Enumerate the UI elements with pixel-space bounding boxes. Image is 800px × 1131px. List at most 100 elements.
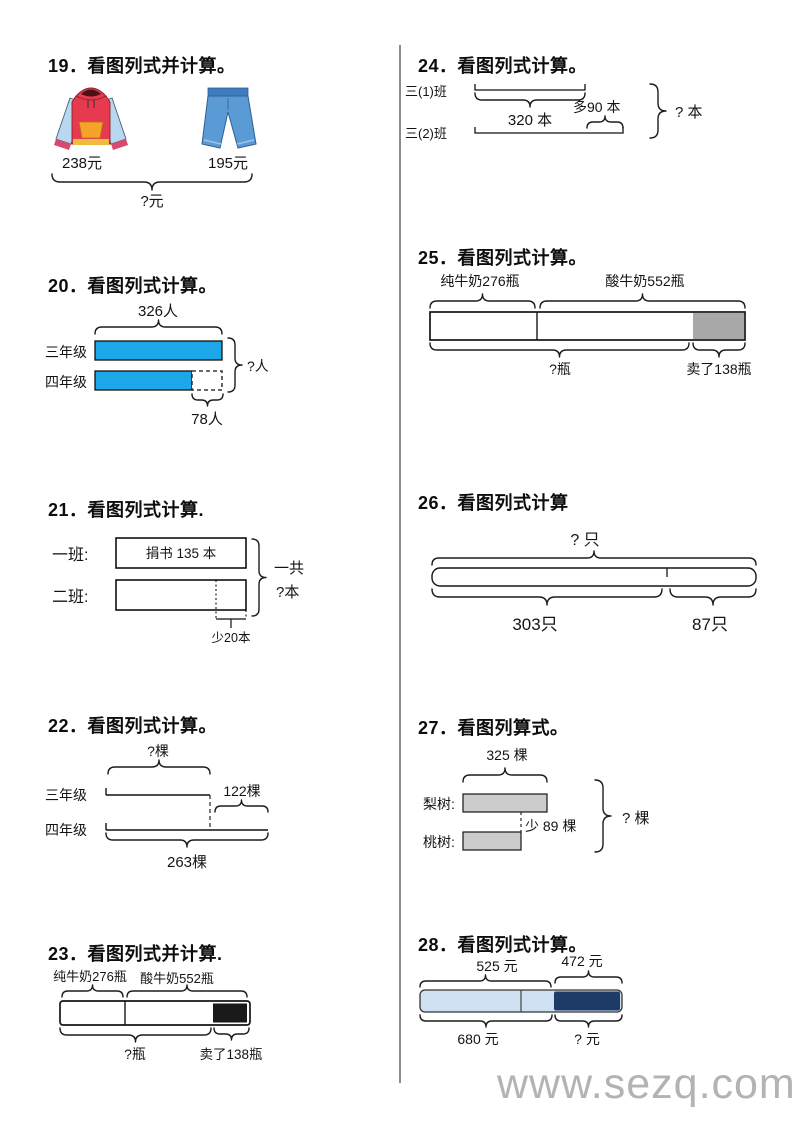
problem-20-diagram: 326人 三年级 四年级 ?人 78人	[45, 303, 269, 428]
question-label: ?瓶	[549, 361, 571, 377]
diff-label: 78人	[191, 411, 223, 428]
yogurt-label: 酸牛奶552瓶	[605, 273, 684, 289]
diff-label: 少20本	[212, 631, 251, 645]
top-left-brace	[419, 974, 552, 988]
problem-21-diagram: 一班: 捐书 135 本 二班: 少20本 一共 ?本	[52, 537, 304, 645]
top-question-label: ?棵	[147, 743, 169, 759]
problem-26-diagram: ? 只 303只 87只	[431, 532, 757, 634]
bottom-right-brace	[554, 1014, 623, 1028]
top-right-brace	[554, 970, 623, 984]
problem-25-title: 25．看图列式计算。	[418, 248, 588, 268]
left-count-label: 303只	[512, 615, 557, 634]
problem-22-title: 22．看图列式计算。	[48, 716, 218, 736]
top-right-amount-label: 472 元	[561, 953, 602, 969]
problem-26-title: 26．看图列式计算	[418, 493, 569, 513]
hoodie-price-label: 238元	[62, 155, 102, 172]
right-brace	[594, 779, 612, 853]
spent-label: 680 元	[457, 1031, 498, 1047]
remaining-section	[554, 991, 620, 1011]
sold-brace	[213, 1027, 250, 1041]
sold-label: 卖了138瓶	[686, 361, 751, 377]
top-left-amount-label: 525 元	[476, 958, 517, 974]
total-label-line2: ?本	[276, 584, 299, 601]
extra-brace	[214, 799, 269, 813]
problem-28-title: 28．看图列式计算。	[418, 935, 588, 955]
pear-count-label: 325 棵	[486, 747, 527, 763]
grade4-line	[105, 823, 268, 831]
problem-27-diagram: 325 棵 梨树: 桃树: 少 89 棵 ? 棵	[423, 747, 650, 853]
diff-bracket	[216, 618, 246, 628]
top-question-label: ? 只	[570, 532, 599, 549]
right-brace	[649, 83, 667, 139]
problem-24-title: 24．看图列式计算。	[418, 56, 588, 76]
question-brace	[59, 1027, 212, 1043]
yogurt-brace	[539, 293, 746, 309]
class1-label: 三(1)班	[405, 84, 447, 99]
yogurt-brace	[126, 984, 248, 998]
row2-label: 四年级	[45, 822, 87, 838]
grade4-missing-bar	[191, 370, 223, 391]
pure-milk-brace	[429, 293, 536, 309]
milk-bar	[429, 311, 746, 341]
problem-19-title: 19．看图列式并计算。	[48, 56, 236, 76]
class2-bar	[115, 579, 247, 611]
class1-line	[474, 84, 586, 91]
class2-label: 二班:	[52, 588, 88, 606]
grade3-bar	[94, 340, 223, 361]
right-question-label: ? 本	[675, 104, 703, 121]
peach-label: 桃树:	[423, 834, 455, 850]
problem-25-diagram: 纯牛奶276瓶 酸牛奶552瓶 ?瓶 卖了138瓶	[429, 273, 752, 377]
class1-label: 一班:	[52, 546, 88, 564]
class1-brace	[474, 92, 586, 108]
left-brace	[431, 588, 663, 606]
pure-milk-label: 纯牛奶276瓶	[53, 969, 127, 984]
row1-label: 三年级	[45, 344, 87, 360]
hoodie-icon	[54, 87, 128, 150]
problem-23-diagram: 纯牛奶276瓶 酸牛奶552瓶 ?瓶 卖了138瓶	[53, 969, 262, 1062]
class1-count-label: 320 本	[508, 112, 552, 129]
total-label-line1: 一共	[274, 560, 304, 577]
right-brace	[251, 538, 267, 617]
pear-label: 梨树:	[423, 796, 455, 812]
problem-27-title: 27．看图列算式。	[418, 718, 569, 738]
diff-brace	[191, 393, 224, 407]
class1-bar-text: 捐书 135 本	[146, 546, 217, 561]
extra-label: 122棵	[223, 783, 260, 799]
pure-milk-label: 纯牛奶276瓶	[440, 273, 519, 289]
top-brace	[94, 319, 223, 335]
peach-bar	[462, 831, 522, 851]
bottom-left-brace	[419, 1014, 553, 1028]
jeans-icon	[201, 87, 257, 149]
total-bar	[431, 567, 757, 587]
milk-bar	[59, 1000, 251, 1026]
question-brace	[429, 342, 690, 358]
sold-brace	[692, 342, 746, 358]
problem-22-diagram: ?棵 三年级 122棵 四年级 263棵	[45, 743, 269, 871]
top-brace	[431, 550, 757, 566]
column-divider	[399, 45, 401, 1083]
problem-23-title: 23．看图列式并计算.	[48, 944, 223, 964]
top-brace	[107, 759, 211, 775]
grade3-total-label: 326人	[138, 303, 178, 320]
problem-28-diagram: 525 元 472 元 680 元 ? 元	[419, 953, 623, 1047]
sold-section	[213, 1003, 247, 1023]
more-label: 多90 本	[573, 99, 620, 115]
pear-brace	[462, 767, 548, 783]
problem-20-title: 20．看图列式计算。	[48, 276, 218, 296]
grade3-line	[105, 788, 210, 796]
total-brace	[51, 173, 253, 191]
watermark: www.sezq.com	[497, 1060, 796, 1108]
sold-label: 卖了138瓶	[199, 1047, 262, 1062]
class2-line	[474, 127, 624, 134]
more-brace	[586, 115, 624, 129]
diff-label: 少 89 棵	[525, 818, 576, 834]
right-brace	[669, 588, 757, 606]
right-question-label: ?人	[247, 358, 269, 374]
right-brace	[227, 337, 243, 393]
remaining-question-label: ? 元	[574, 1031, 600, 1047]
row1-label: 三年级	[45, 787, 87, 803]
right-question-label: ? 棵	[622, 810, 650, 827]
pure-milk-brace	[61, 984, 124, 998]
problem-21-title: 21．看图列式计算.	[48, 500, 205, 520]
